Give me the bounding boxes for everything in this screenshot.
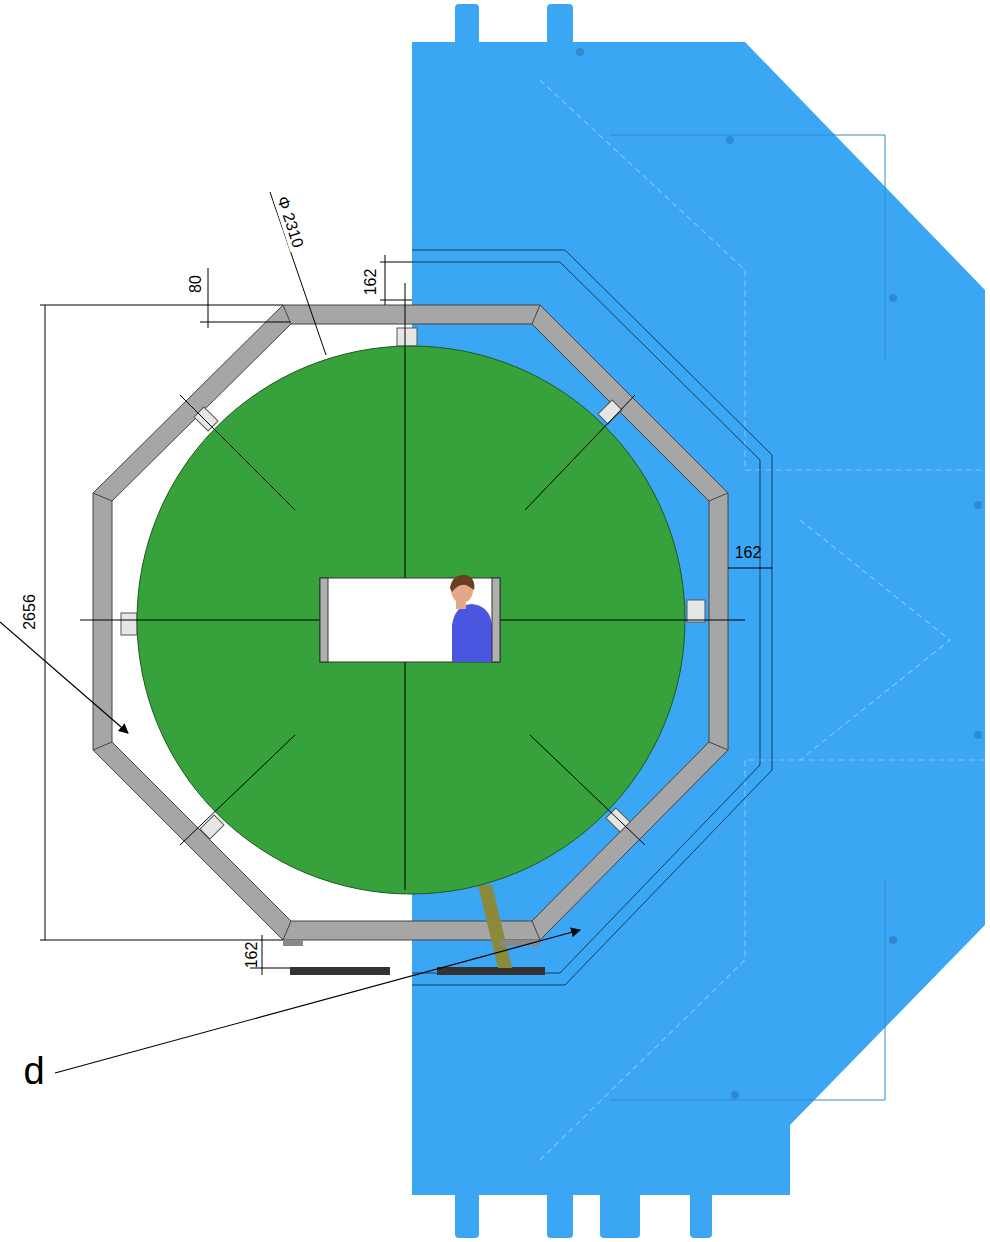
frame-joint bbox=[709, 493, 728, 501]
dimension-line bbox=[728, 568, 772, 569]
person-legs bbox=[478, 885, 512, 968]
frame-joint bbox=[709, 742, 728, 750]
extension-line bbox=[40, 940, 283, 941]
octagon-frame bbox=[93, 305, 728, 940]
diameter-leader bbox=[270, 192, 326, 355]
floor-plate bbox=[437, 967, 545, 975]
bolt bbox=[974, 501, 982, 509]
yoke-body bbox=[412, 42, 985, 1195]
person-body bbox=[452, 604, 492, 662]
extension-line bbox=[200, 322, 290, 323]
centre-lines bbox=[80, 283, 745, 890]
magnet-yoke bbox=[412, 4, 985, 1238]
frame-joints bbox=[93, 305, 728, 940]
centre-line bbox=[525, 395, 635, 510]
inner-bore bbox=[320, 578, 500, 662]
frame-joint bbox=[532, 921, 540, 940]
dimension-line bbox=[208, 268, 209, 328]
hidden-line bbox=[800, 520, 950, 760]
person-hair bbox=[450, 575, 474, 592]
dimension-value: 2656 bbox=[21, 592, 39, 632]
frame-joint bbox=[93, 742, 112, 750]
centre-line bbox=[180, 395, 295, 510]
callout-arrow bbox=[55, 930, 580, 1073]
yoke-knob bbox=[455, 1190, 479, 1238]
yoke-knob bbox=[690, 1190, 712, 1238]
dimension-value: 80 bbox=[187, 273, 205, 295]
dimension-line bbox=[262, 935, 263, 975]
yoke-edge bbox=[610, 135, 885, 360]
frame-foot bbox=[283, 940, 303, 946]
extension-line bbox=[40, 305, 283, 306]
yoke-knob bbox=[547, 4, 573, 46]
frame-joint bbox=[532, 305, 540, 324]
yoke-edge bbox=[610, 880, 885, 1100]
bolt bbox=[576, 48, 584, 56]
hidden-line bbox=[540, 760, 985, 1160]
support-block bbox=[397, 328, 417, 346]
diameter-dimension: Φ 2310 bbox=[273, 192, 308, 252]
yoke-knob bbox=[547, 1190, 573, 1238]
callout-arrow bbox=[0, 622, 128, 733]
dimension-line bbox=[45, 305, 46, 940]
frame-joint bbox=[283, 305, 291, 324]
frame-joint bbox=[283, 921, 291, 940]
floor-plate bbox=[290, 967, 390, 975]
bolt bbox=[974, 731, 982, 739]
centre-line bbox=[530, 735, 645, 845]
dimension-value: 162 bbox=[733, 544, 764, 562]
centre-line bbox=[180, 735, 295, 845]
person-figure bbox=[450, 575, 492, 662]
support-block bbox=[194, 407, 218, 431]
callout-label: d bbox=[21, 1051, 46, 1091]
support-block bbox=[687, 600, 705, 622]
dimension-value: 162 bbox=[362, 267, 380, 298]
dimension-value: 162 bbox=[243, 940, 261, 971]
support-block bbox=[121, 613, 137, 635]
dimension-line bbox=[385, 255, 386, 305]
bore-wall bbox=[492, 578, 500, 662]
bolt bbox=[726, 136, 734, 144]
yoke-knob bbox=[455, 4, 479, 46]
bolt bbox=[731, 1091, 739, 1099]
yoke-knob bbox=[600, 1190, 640, 1238]
bore-wall bbox=[320, 578, 328, 662]
support-block bbox=[200, 815, 224, 839]
bolt bbox=[889, 294, 897, 302]
hidden-line bbox=[540, 80, 985, 470]
dimension-lines bbox=[40, 192, 772, 975]
bolt bbox=[889, 936, 897, 944]
frame-joint bbox=[93, 493, 112, 501]
